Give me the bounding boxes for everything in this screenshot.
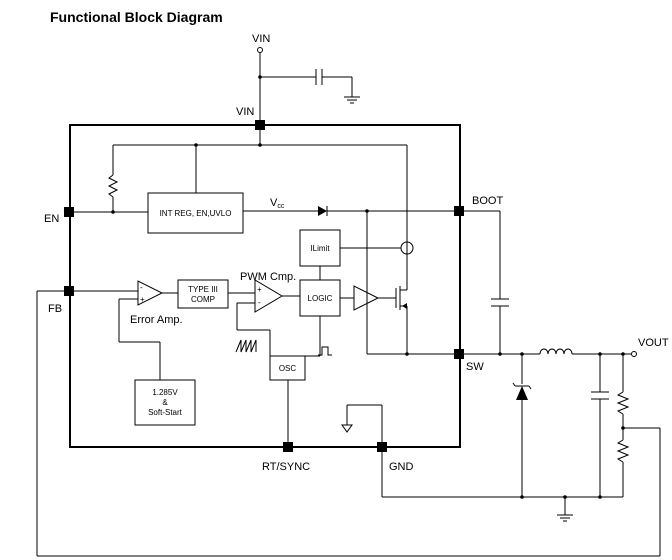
internal-ground xyxy=(341,404,383,442)
svg-text:LOGIC: LOGIC xyxy=(308,294,333,303)
sw-pin-label: SW xyxy=(466,361,484,373)
svg-text:&: & xyxy=(162,398,168,407)
bootstrap-diode xyxy=(318,206,327,216)
vin-input-network: VIN VIN xyxy=(236,33,360,120)
feedback-resistor-bottom xyxy=(616,439,630,463)
output-ground-symbol xyxy=(557,514,573,522)
type3-comp-block xyxy=(177,279,229,309)
clock-pulse-icon xyxy=(318,346,332,356)
svg-text:-: - xyxy=(258,298,261,307)
pin-vin xyxy=(255,120,265,130)
reference-softstart-block xyxy=(134,379,196,426)
en-pin-label: EN xyxy=(44,213,59,225)
vin-pin-label: VIN xyxy=(236,106,254,118)
pwm-comparator: + - xyxy=(236,279,300,356)
error-amp-label: Error Amp. xyxy=(130,314,183,326)
ramp-waveform-icon xyxy=(235,339,257,353)
feedback-resistor-top xyxy=(616,391,630,415)
svg-text:+: + xyxy=(257,285,262,294)
vout-terminal xyxy=(631,351,637,357)
diagram-title: Functional Block Diagram xyxy=(50,9,223,25)
gate-driver xyxy=(340,211,454,355)
catch-diode xyxy=(516,386,528,400)
ground-symbol xyxy=(344,96,360,104)
svg-text:Soft-Start: Soft-Start xyxy=(148,408,183,417)
pwm-cmp-label: PWM Cmp. xyxy=(240,271,296,283)
vcc-label: Vcc xyxy=(270,197,285,210)
svg-text:TYPE III: TYPE III xyxy=(188,285,218,294)
ilimit-label: ILimit xyxy=(310,244,330,253)
svg-text:COMP: COMP xyxy=(191,295,215,304)
pin-rt-sync xyxy=(283,442,293,452)
svg-text:1.285V: 1.285V xyxy=(152,388,178,397)
feedback-return-path xyxy=(36,290,661,557)
vin-top-label: VIN xyxy=(252,33,270,45)
rt-sync-pin-label: RT/SYNC xyxy=(262,461,310,473)
pin-sw xyxy=(454,349,464,359)
gnd-pin-label: GND xyxy=(389,461,414,473)
pin-gnd xyxy=(377,442,387,452)
internal-vin-bus xyxy=(74,130,408,242)
boot-pin-label: BOOT xyxy=(472,195,503,207)
power-mosfet xyxy=(395,254,409,356)
pin-fb xyxy=(64,286,74,296)
pin-en xyxy=(64,207,74,217)
svg-text:+: + xyxy=(140,295,145,304)
svg-text:OSC: OSC xyxy=(279,364,297,373)
osc-block xyxy=(269,355,306,381)
en-pullup-resistor xyxy=(107,174,119,198)
output-inductor xyxy=(539,348,573,355)
vin-terminal xyxy=(257,47,263,53)
int-reg-block xyxy=(147,192,244,234)
error-amplifier: - + xyxy=(74,280,178,380)
svg-text:-: - xyxy=(140,283,143,292)
int-reg-label: INT REG, EN,UVLO xyxy=(160,209,232,218)
vout-label: VOUT xyxy=(638,337,669,349)
fb-pin-label: FB xyxy=(48,303,62,315)
output-stage xyxy=(381,210,637,522)
vcc-boot-path: Vcc xyxy=(243,197,454,216)
